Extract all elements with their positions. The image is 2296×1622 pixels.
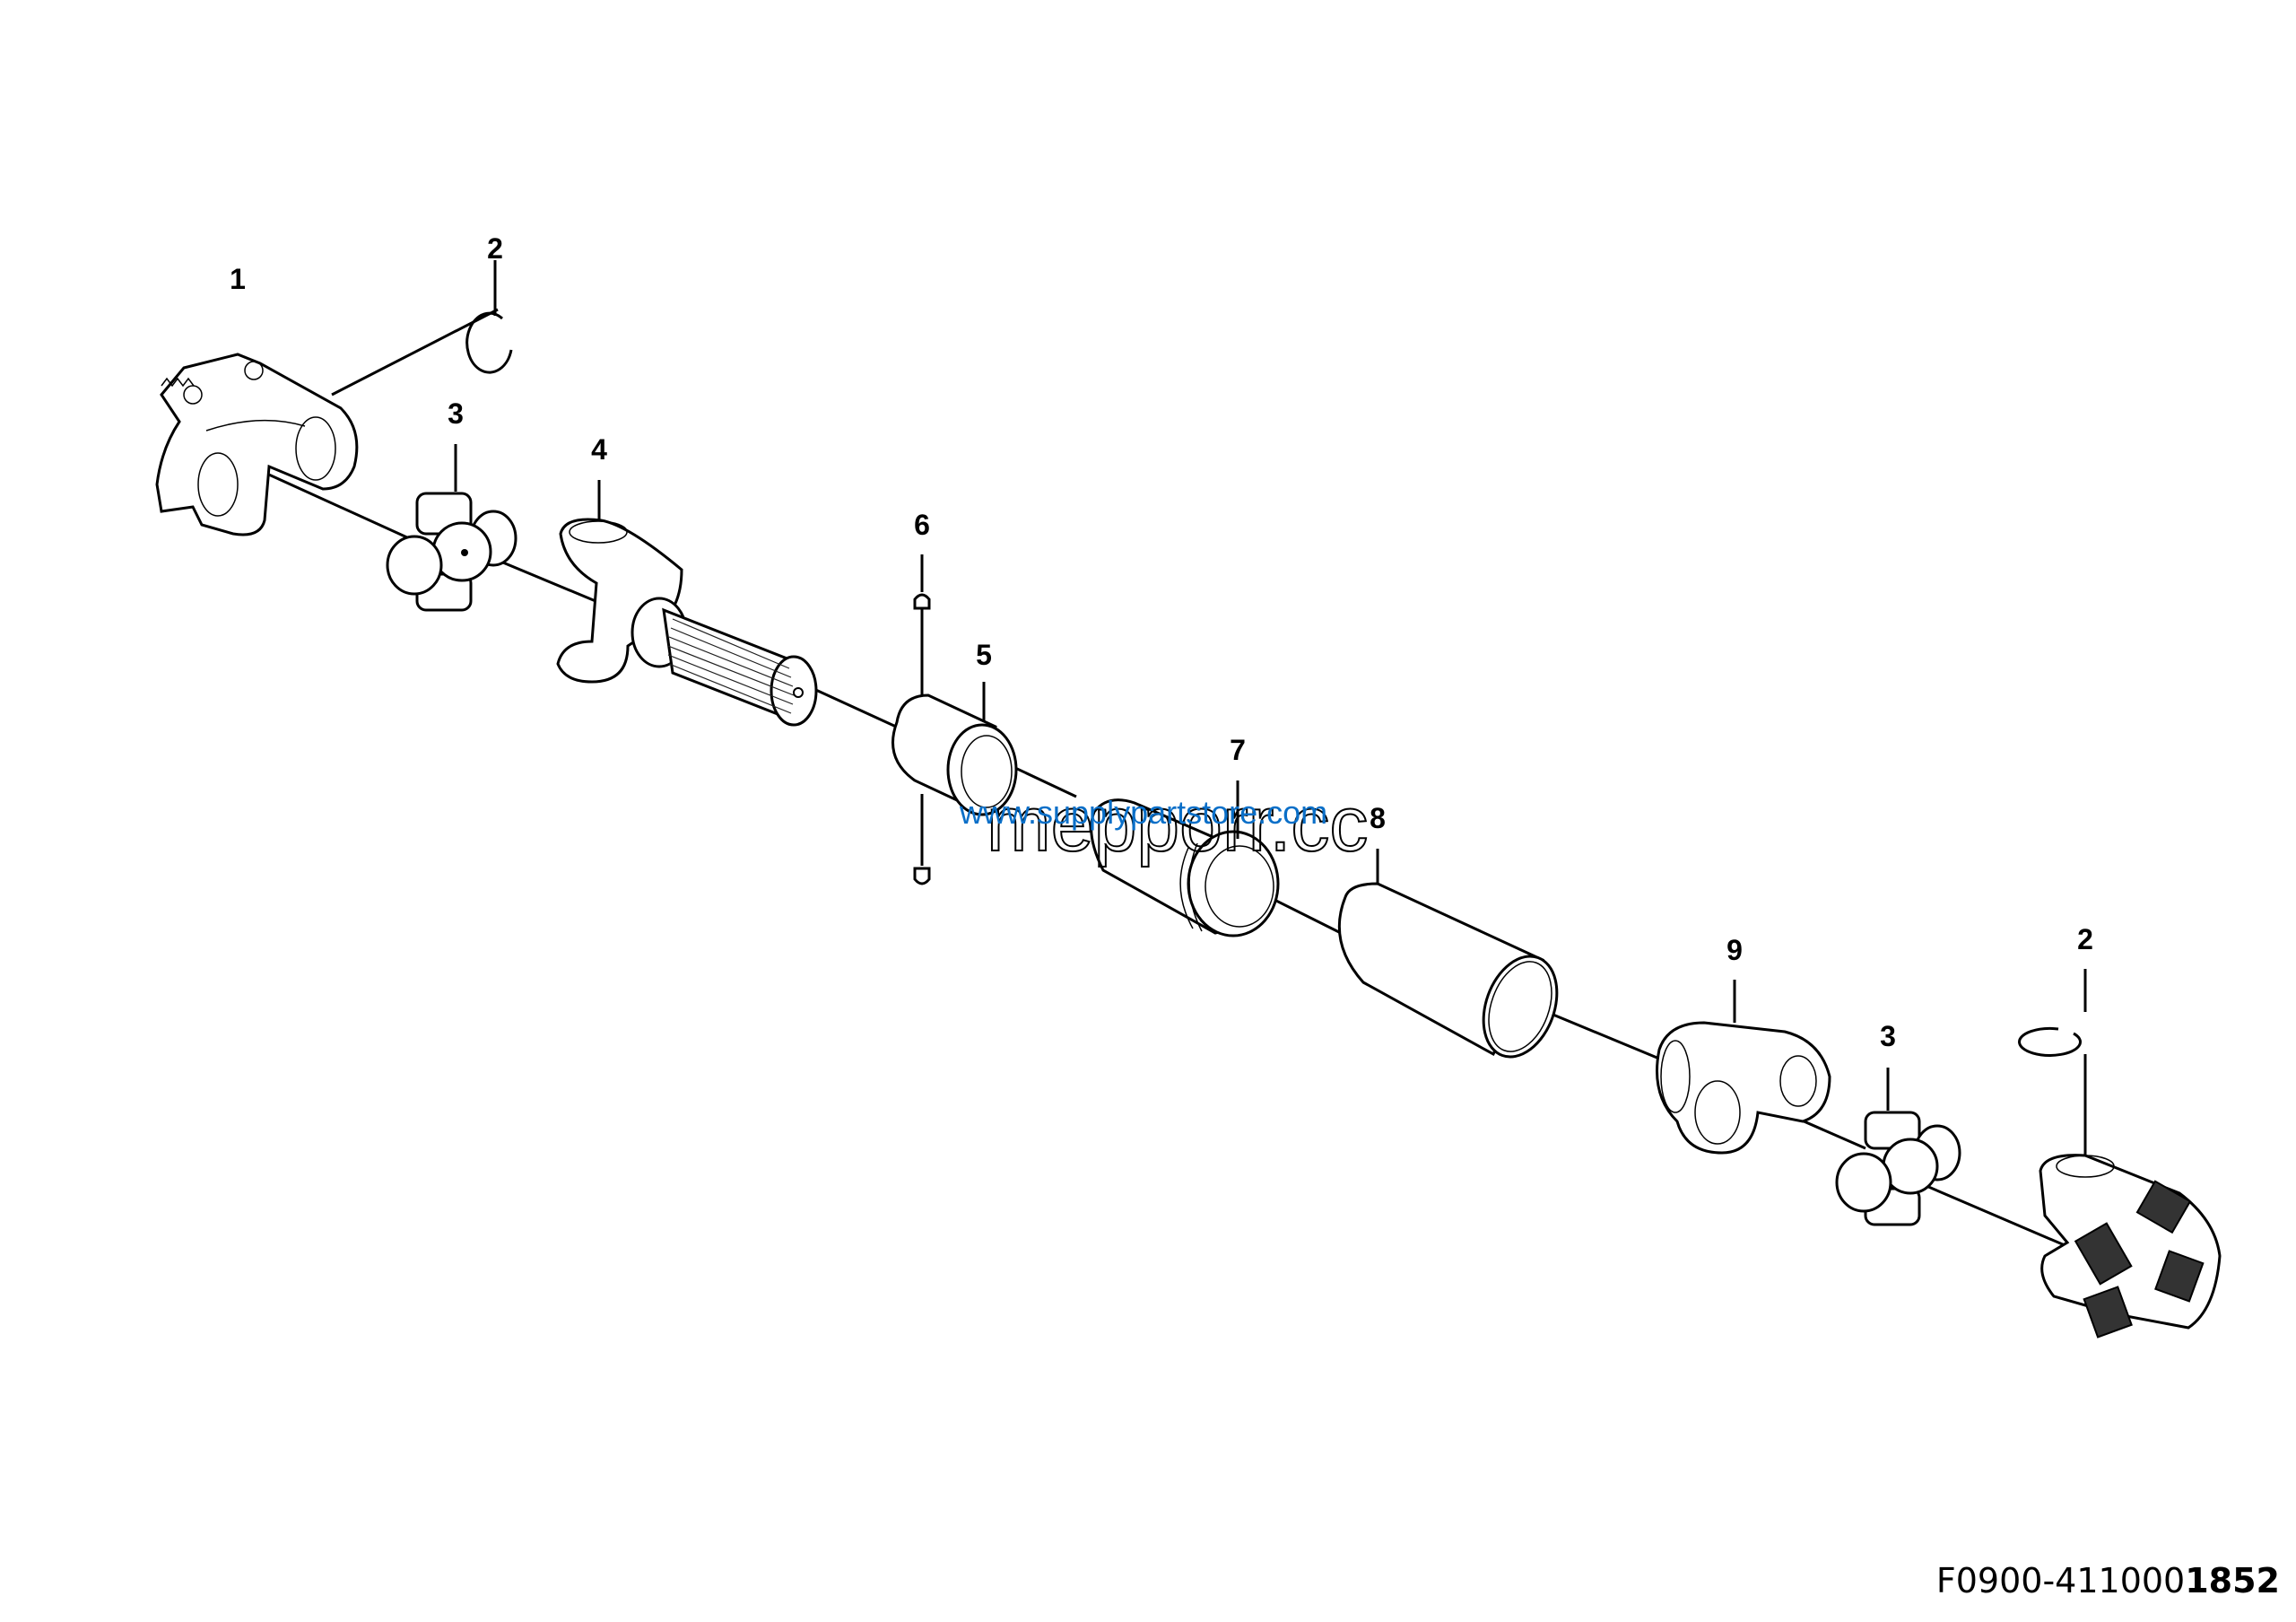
callout-labels: 1 2 3 4 6 5 7 8 9 2 3 <box>230 232 2093 1052</box>
callout-3-left: 3 <box>448 397 464 430</box>
callout-5: 5 <box>976 639 992 671</box>
figure-code-prefix: F0900-411000 <box>1935 1561 2186 1600</box>
part-snap-ring-left <box>465 260 513 374</box>
figure-code: F0900-4110001852 <box>1936 1561 2280 1600</box>
callout-9: 9 <box>1726 934 1743 966</box>
part-flange-yoke-right <box>2039 1154 2222 1339</box>
callout-3-right: 3 <box>1880 1020 1896 1052</box>
part-ujoint-cross-right <box>1835 1068 1961 1226</box>
part-weld-yoke <box>1656 980 1831 1155</box>
callout-4: 4 <box>591 433 607 466</box>
part-slip-yoke-splined-shaft <box>556 480 818 727</box>
part-ujoint-cross-left <box>386 444 517 612</box>
callout-6: 6 <box>914 509 930 541</box>
part-tube-yoke <box>1090 780 1280 937</box>
part-snap-ring-right <box>2018 969 2087 1057</box>
callout-2-left: 2 <box>487 232 503 265</box>
watermark-url: www.supplypartstore.com <box>959 794 1327 831</box>
part-grease-fitting <box>913 554 931 885</box>
callout-1-left: 1 <box>230 263 246 295</box>
watermark-outline: mepporr.cc <box>987 781 1368 868</box>
figure-code-suffix: 1852 <box>2185 1561 2280 1600</box>
callout-8: 8 <box>1370 802 1386 834</box>
part-flange-yoke <box>155 353 359 536</box>
part-sleeve <box>891 682 1018 816</box>
callout-2-right: 2 <box>2077 923 2093 955</box>
callout-7: 7 <box>1230 734 1246 766</box>
part-tube <box>1337 849 1559 1059</box>
